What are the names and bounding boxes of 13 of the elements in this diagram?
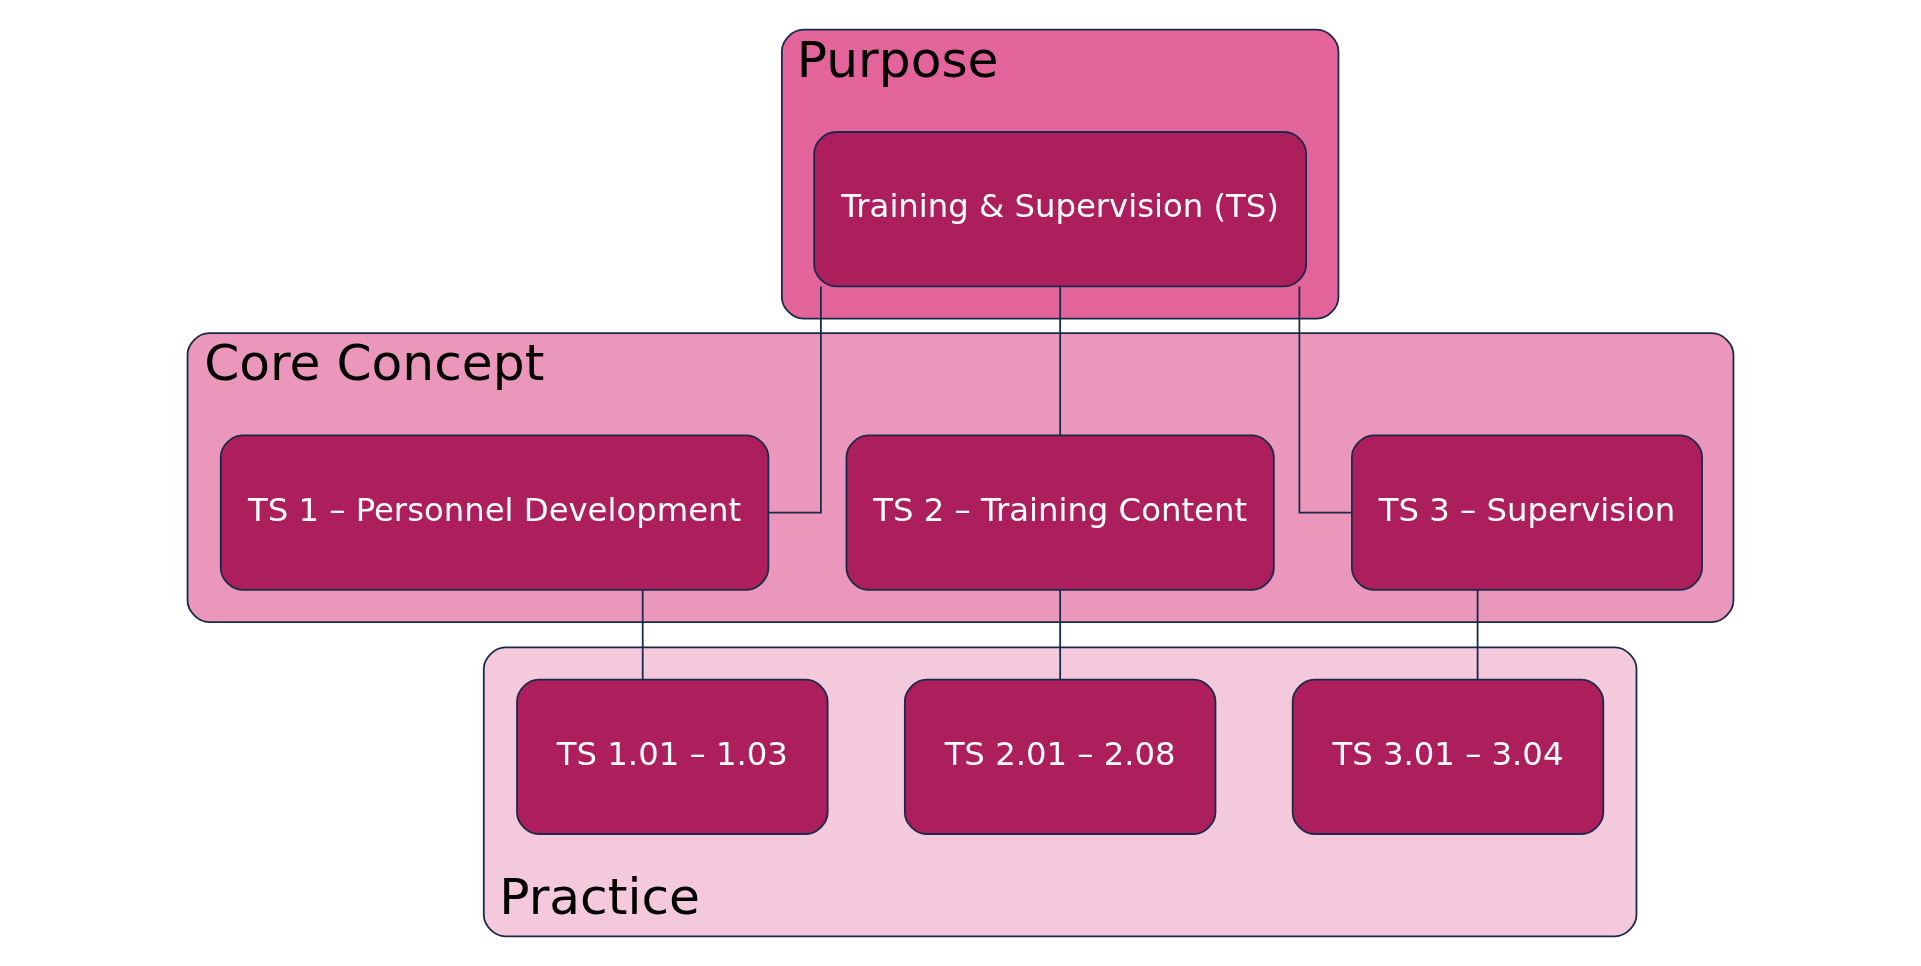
- node-box: Training & Supervision (TS): [813, 131, 1308, 288]
- node-box: TS 3 – Supervision: [1351, 434, 1703, 591]
- node-box: TS 1 – Personnel Development: [219, 434, 770, 591]
- node-box: TS 3.01 – 3.04: [1291, 678, 1605, 835]
- node-box: TS 2.01 – 2.08: [903, 678, 1217, 835]
- connector: [767, 285, 822, 514]
- connector: [1059, 285, 1062, 437]
- connector: [641, 589, 644, 681]
- connector: [1059, 589, 1062, 681]
- node-box: TS 2 – Training Content: [845, 434, 1275, 591]
- connector: [1476, 589, 1479, 681]
- connector: [1298, 285, 1353, 514]
- node-box: TS 1.01 – 1.03: [516, 678, 829, 835]
